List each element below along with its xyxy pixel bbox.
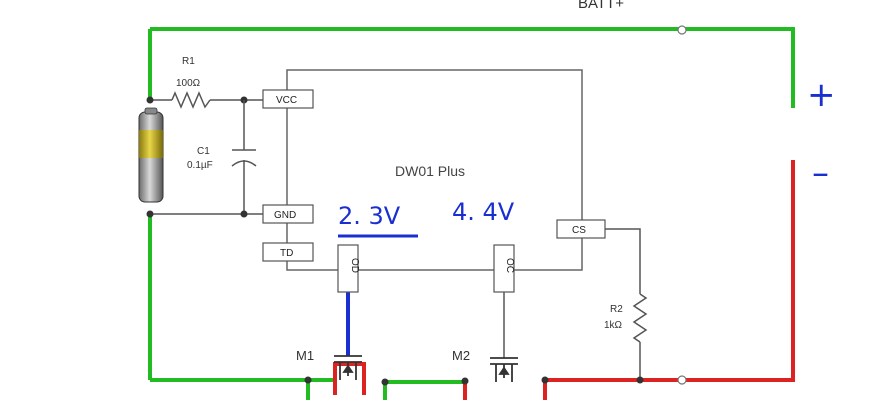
svg-text:TD: TD	[280, 248, 293, 259]
bottom-terminal	[677, 375, 687, 385]
m1-label: M1	[296, 348, 314, 363]
ic-body	[286, 69, 583, 271]
pin-od: OD	[337, 244, 360, 293]
ic-name: DW01 Plus	[395, 163, 465, 179]
junction-node	[146, 210, 154, 218]
r1-resistor	[150, 91, 263, 109]
svg-text:CS: CS	[572, 225, 586, 236]
r2-resistor	[605, 228, 648, 380]
r1-value: 100Ω	[176, 78, 201, 89]
r2-value: 1kΩ	[604, 320, 623, 331]
oc-threshold-label: 4. 4V	[452, 198, 515, 226]
junction-node	[541, 376, 549, 384]
top-terminal	[677, 25, 687, 35]
junction-node	[240, 210, 248, 218]
svg-text:OD: OD	[349, 258, 360, 273]
negative-wire	[333, 160, 795, 400]
od-threshold-label: 2. 3V	[338, 202, 401, 230]
c1-value: 0.1µF	[187, 160, 213, 171]
junction-node	[304, 376, 312, 384]
svg-text:GND: GND	[274, 210, 296, 221]
plus-sign: +	[807, 75, 836, 115]
c1-capacitor	[231, 100, 257, 214]
svg-text:OC: OC	[504, 258, 515, 273]
junction-node	[146, 96, 154, 104]
batt-plus-label: BATT+	[578, 0, 624, 12]
pin-td: TD	[262, 242, 314, 262]
mosfet-m1-icon	[334, 355, 362, 380]
m2-label: M2	[452, 348, 470, 363]
r2-name: R2	[610, 304, 623, 315]
junction-node	[381, 378, 389, 386]
mosfet-m2-icon	[490, 357, 518, 382]
pin-oc: OC	[493, 244, 515, 293]
battery-cell-icon	[138, 107, 164, 203]
minus-sign: –	[812, 153, 829, 193]
c1-name: C1	[197, 146, 210, 157]
junction-node	[461, 377, 469, 385]
r1-name: R1	[182, 56, 195, 67]
pin-cs: CS	[556, 219, 606, 239]
junction-node	[636, 376, 644, 384]
svg-text:VCC: VCC	[276, 95, 297, 106]
pin-vcc: VCC	[262, 89, 314, 109]
pin-gnd: GND	[262, 204, 314, 224]
